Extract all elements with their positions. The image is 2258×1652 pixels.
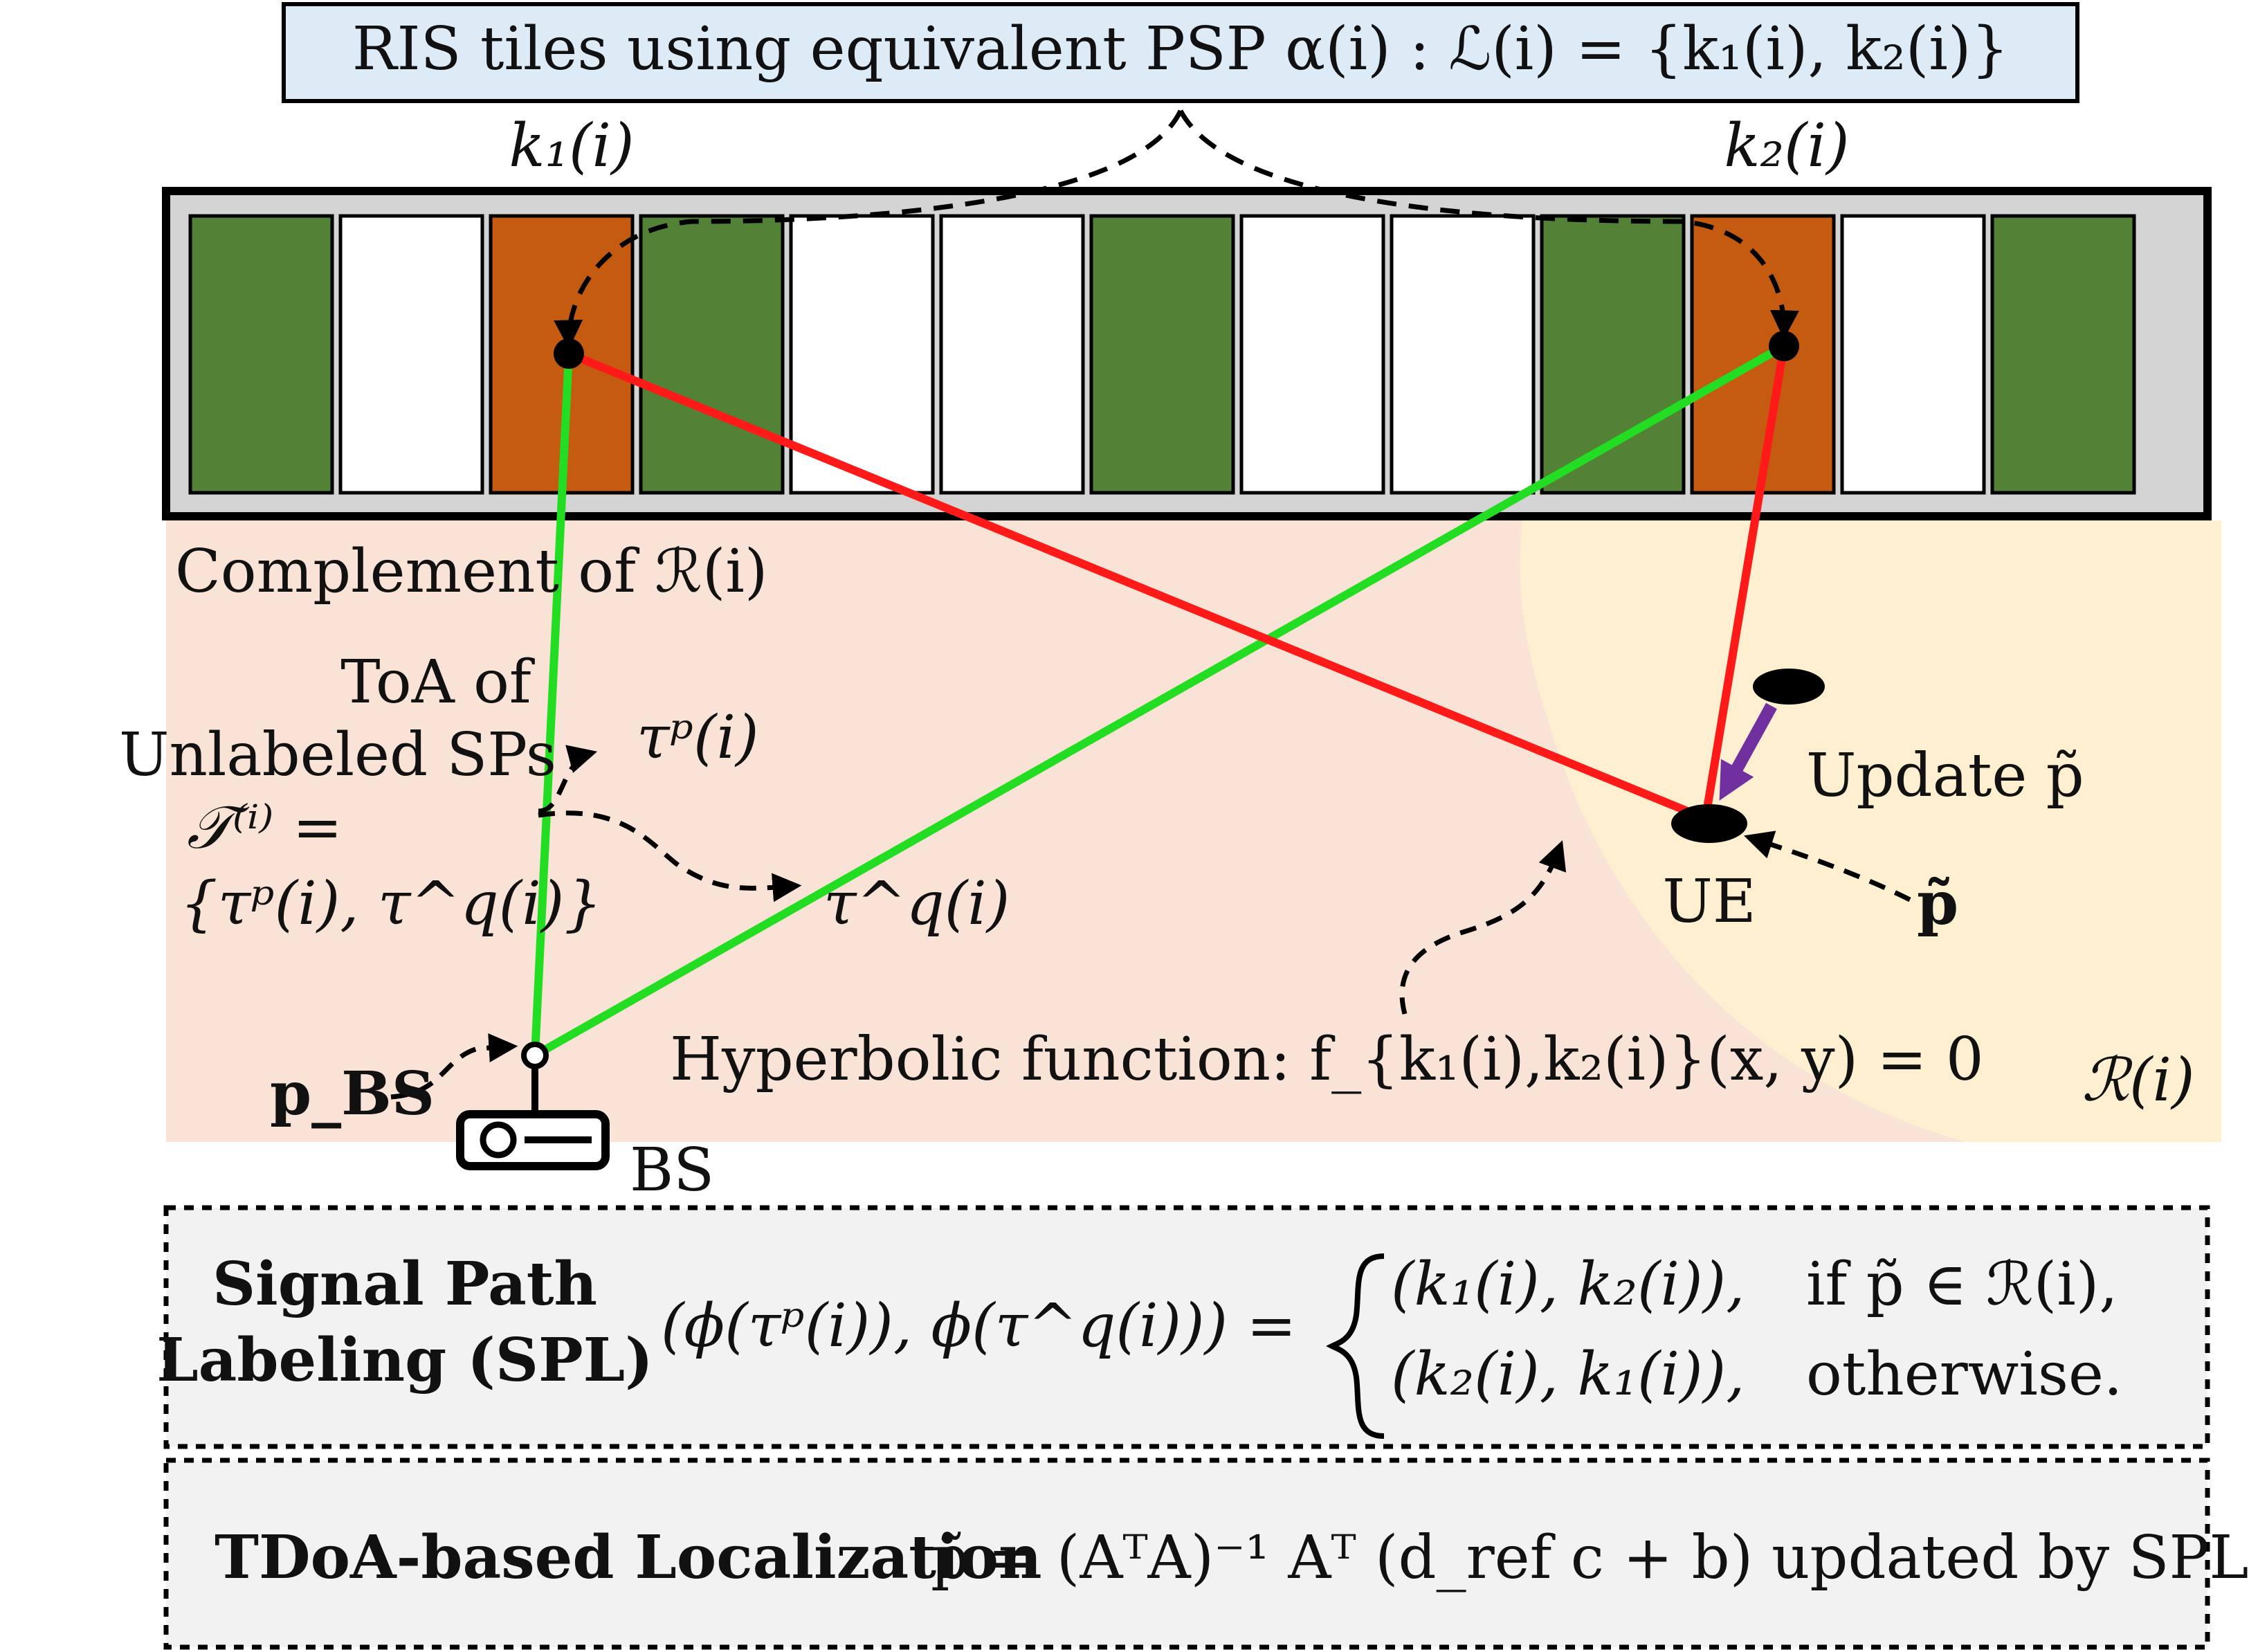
hyperbolic-arrow xyxy=(1399,840,1567,1015)
k1-label: k₁(i) xyxy=(509,111,634,181)
ue-marker xyxy=(1671,804,1747,843)
green-path-bs-k2 xyxy=(533,342,1786,1060)
spl-title-line2: Labeling (SPL) xyxy=(156,1325,653,1395)
tdoa-title: TDoA-based Localization xyxy=(215,1523,1042,1592)
ris-tile-green xyxy=(1990,214,2136,495)
tdoa-formula: p̃ = (AᵀA)⁻¹ Aᵀ (d_ref c + b) xyxy=(931,1523,1753,1592)
bs-label: BS xyxy=(630,1136,714,1205)
title-box xyxy=(282,2,2079,103)
complement-label: Complement of ℛ(i) xyxy=(175,537,767,606)
k2-element-dot xyxy=(1769,331,1799,361)
ris-tile-white xyxy=(1840,214,1986,495)
region-label: ℛ(i) xyxy=(2082,1046,2194,1115)
p-tilde-label: p̃ xyxy=(1917,869,1958,938)
spl-case2: (k₂(i), k₁(i)), xyxy=(1391,1340,1745,1409)
spl-brace xyxy=(1326,1253,1385,1439)
bs-icon xyxy=(456,1042,610,1170)
ris-tile-green xyxy=(1540,214,1686,495)
ue-label: UE xyxy=(1662,867,1756,936)
ris-tile-white xyxy=(1390,214,1536,495)
green-path-bs-k1 xyxy=(531,353,573,1056)
tau-p-label: τᵖ(i) xyxy=(637,703,759,772)
spl-cond2: otherwise. xyxy=(1806,1340,2122,1409)
ris-tiles xyxy=(188,214,2136,495)
updated-estimate-marker xyxy=(1753,669,1825,705)
title-text: RIS tiles using equivalent PSP α(i) : ℒ(… xyxy=(352,15,2009,84)
toa-arrow-tau-p xyxy=(538,745,598,814)
toa-line2: Unlabeled SPs xyxy=(119,720,556,790)
ris-tile-white xyxy=(939,214,1085,495)
spl-case1: (k₁(i), k₂(i)), xyxy=(1391,1250,1745,1319)
toa-arrow-tau-q xyxy=(538,810,802,902)
red-path-k2-ue xyxy=(1702,345,1788,817)
title-arrow-to-k1 xyxy=(554,109,1183,350)
ris-tile-white xyxy=(338,214,484,495)
tau-q-label: τ^q(i) xyxy=(823,869,1010,938)
ris-tile-green xyxy=(188,214,334,495)
tdoa-suffix: updated by SPL xyxy=(1772,1523,2248,1592)
toa-set-line2: {τᵖ(i), τ^q(i)} xyxy=(180,869,602,938)
title-arrow-to-k2 xyxy=(1178,109,1799,340)
hyperbolic-label: Hyperbolic function: f_{k₁(i),k₂(i)}(x, … xyxy=(670,1025,1984,1094)
r-region xyxy=(1520,520,2221,1142)
k1-element-dot xyxy=(554,338,584,369)
p-bs-arrow xyxy=(390,1033,518,1100)
spl-cond1: if p̃ ∈ ℛ(i), xyxy=(1806,1250,2118,1319)
tdoa-box xyxy=(163,1458,2210,1650)
p-tilde-arrow xyxy=(1744,830,1911,902)
update-p-label: Update p̃ xyxy=(1806,741,2084,810)
update-arrow xyxy=(1719,702,1777,801)
k2-label: k₂(i) xyxy=(1724,111,1849,181)
spl-lhs: (ϕ(τᵖ(i)), ϕ(τ^q(i))) = xyxy=(661,1291,1297,1361)
ris-tile-green xyxy=(1089,214,1235,495)
p-bs-label: p_BS xyxy=(270,1059,435,1129)
red-path-k1-ue xyxy=(567,350,1711,824)
ris-tile-green xyxy=(639,214,785,495)
spl-box xyxy=(163,1205,2210,1449)
toa-line1: ToA of xyxy=(340,648,535,717)
ris-tile-white xyxy=(1239,214,1385,495)
ris-tile-white xyxy=(789,214,935,495)
toa-set-line1: 𝒯⁽ⁱ⁾ = xyxy=(187,793,343,862)
spl-title-line1: Signal Path xyxy=(212,1249,597,1319)
